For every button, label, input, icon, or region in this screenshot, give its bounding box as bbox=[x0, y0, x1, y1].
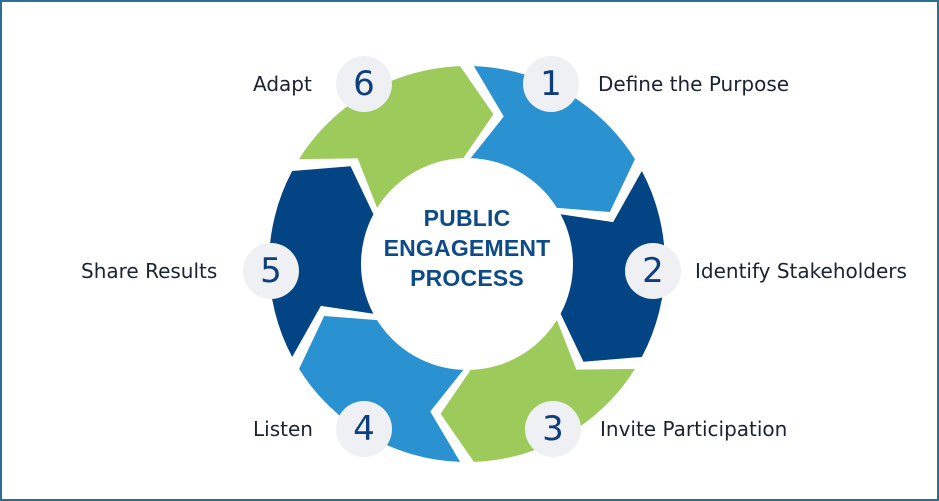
step-5-number: 5 bbox=[260, 251, 282, 291]
step-4-badge: 4 bbox=[336, 401, 392, 457]
step-3-arrow bbox=[440, 320, 635, 462]
step-5-badge: 5 bbox=[243, 243, 299, 299]
step-2-label: Identify Stakeholders bbox=[695, 259, 907, 283]
step-4-number: 4 bbox=[353, 409, 375, 449]
step-1-label: Define the Purpose bbox=[598, 72, 790, 96]
step-5-arrow bbox=[269, 166, 374, 357]
step-4-arrow bbox=[299, 315, 464, 462]
title-line-3: PROCESS bbox=[410, 265, 524, 291]
step-3-badge: 3 bbox=[525, 401, 581, 457]
step-1-badge: 1 bbox=[523, 56, 579, 112]
title-line-2: ENGAGEMENT bbox=[383, 235, 551, 261]
step-2-badge: 2 bbox=[625, 243, 681, 299]
step-2-arrow bbox=[560, 171, 665, 362]
step-6-badge: 6 bbox=[336, 56, 392, 112]
step-6-label: Adapt bbox=[253, 72, 312, 96]
step-3-label: Invite Participation bbox=[600, 417, 788, 441]
step-1-arrow bbox=[470, 66, 635, 213]
step-6-arrow bbox=[299, 66, 494, 208]
center-title: PUBLIC ENGAGEMENT PROCESS bbox=[362, 203, 572, 293]
center-circle bbox=[363, 160, 571, 368]
step-6-number: 6 bbox=[353, 64, 375, 104]
step-5-label: Share Results bbox=[81, 259, 218, 283]
step-2-number: 2 bbox=[642, 251, 664, 291]
step-1-number: 1 bbox=[540, 64, 562, 104]
step-4-label: Listen bbox=[253, 417, 313, 441]
step-3-number: 3 bbox=[542, 409, 564, 449]
title-line-1: PUBLIC bbox=[423, 205, 511, 231]
